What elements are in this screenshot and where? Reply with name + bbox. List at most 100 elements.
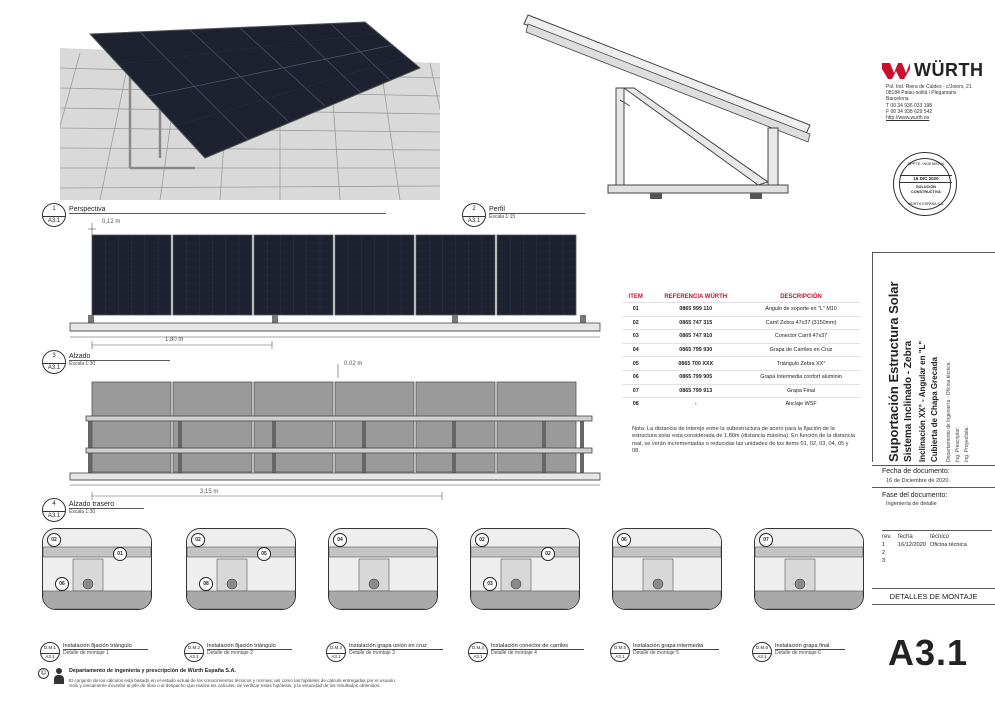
dept-line-1: Departamento de Ingeniería - Oficina téc… <box>946 362 952 463</box>
parts-desc: Conector Carril 47x37 <box>742 329 860 344</box>
detail-drawing: 07 <box>754 528 864 610</box>
detail-title: Instalación conector de carriles <box>491 643 585 650</box>
parts-item: 06 <box>622 369 650 385</box>
detail-code: D.M.2 <box>187 645 200 650</box>
roof-sheet <box>187 590 295 609</box>
roof-sheet <box>755 590 863 609</box>
rail-support <box>272 416 276 473</box>
view-number: 1 <box>52 206 56 212</box>
dimension-label: 0,12 m <box>102 219 121 225</box>
support-leg <box>580 315 586 323</box>
address-line[interactable]: http://www.wurth.es <box>886 115 930 122</box>
parts-row: 08-Anclaje WSF <box>622 397 860 411</box>
detail-subtitle: Detalle de montaje 4 <box>491 650 537 656</box>
callout-marker: 04 <box>333 533 347 547</box>
person-icon <box>53 668 65 684</box>
detail-subtitle: Detalle de montaje 6 <box>775 650 821 656</box>
phase-label: Fase del documento: <box>872 487 995 500</box>
revision-tecnico <box>930 550 980 556</box>
parts-desc: Grapa Intermedia confort aluminio <box>742 369 860 385</box>
rail <box>613 546 721 558</box>
detail-subtitle: Detalle de montaje 1 <box>63 650 109 656</box>
wurth-logo: WÜRTH <box>882 60 983 81</box>
dept-line-3: Ing. Proyectista: <box>964 426 970 462</box>
elevation-view: 0,12 m 1,80 m <box>60 215 610 355</box>
profile-view <box>520 10 820 210</box>
address-line: F 00 34 938 629 542 <box>886 108 933 115</box>
support-leg <box>272 315 278 323</box>
parts-item: 02 <box>622 315 650 330</box>
copyright-icon: © <box>38 668 49 679</box>
footer-disclaimer-1: El conjunto de los cálculos está basado … <box>69 678 397 683</box>
doc-date-label: Fecha de documento: <box>872 465 995 477</box>
view-scale: Escala 1:30 <box>69 361 96 367</box>
view-sheet: A3.1 <box>43 363 65 371</box>
view-marker: 4 A3.1 <box>42 498 66 522</box>
parts-note: Nota: La distancia de intereje entre la … <box>632 426 855 455</box>
parts-item: 04 <box>622 342 650 357</box>
callout-marker: 05 <box>257 547 271 561</box>
detail-code: D.M.5 <box>613 645 626 650</box>
address-line: T 00 34 936 033 198 <box>886 102 933 109</box>
address-line: Pol. Ind. Riera de Caldes - c/Joiers, 21 <box>886 84 972 90</box>
bolt <box>82 578 94 590</box>
bolt <box>226 578 238 590</box>
view-marker: 3 A3.1 <box>42 350 66 374</box>
parts-desc: Anclaje WSF <box>742 397 860 411</box>
stamp-line2: CONSTRUCTIVA <box>911 190 941 194</box>
parts-ref: 0865 799 913 <box>649 383 743 398</box>
title-line-3: Inclinación XX° - Angular en "L" <box>918 340 927 462</box>
rail <box>471 546 579 558</box>
bolt <box>368 578 380 590</box>
detail-drawing: 04 <box>328 528 438 610</box>
company-address: Pol. Ind. Riera de Caldes - c/Joiers, 21… <box>886 84 972 121</box>
detail-sheet: A3.1 <box>611 653 629 659</box>
callout-marker: 02 <box>47 533 61 547</box>
callout-marker: 03 <box>483 577 497 591</box>
callout-marker: 01 <box>113 547 127 561</box>
detail-title: Instalación fijación triángulo <box>207 643 292 650</box>
callout-marker: 07 <box>759 533 773 547</box>
support-leg <box>88 315 94 323</box>
rear-elevation-view: 0,02 m 3,15 m <box>60 360 610 505</box>
logo-text: WÜRTH <box>914 60 984 80</box>
view-sheet: A3.1 <box>43 216 65 224</box>
parts-header-ref: REFERENCIA WÜRTH <box>664 294 728 300</box>
parts-ref: 0865 747 910 <box>649 329 743 344</box>
stamp-date: 16 DIC 2020 <box>900 175 952 183</box>
doc-date: 16 de Diciembre de 2020 <box>886 478 949 484</box>
rail-support <box>178 416 182 473</box>
detail-subtitle: Detalle de montaje 3 <box>349 650 395 656</box>
parts-header-desc: DESCRIPCIÓN <box>780 294 822 300</box>
detail-subtitle: Detalle de montaje 2 <box>207 650 253 656</box>
footer: © Departamento de ingeniería y prescripc… <box>38 668 538 688</box>
rail-support <box>580 416 584 473</box>
title-line-1: Suportación Estructura Solar <box>886 281 901 462</box>
detail-code: D.M.3 <box>329 645 342 650</box>
rail-support <box>88 416 92 473</box>
roof-sheet <box>613 590 721 609</box>
rev-header: fecha <box>898 534 913 540</box>
view-label-perspective: 1 A3.1 Perspectiva <box>42 203 386 227</box>
revision-row: 3 <box>882 558 992 564</box>
title-line-2: Sistema Inclinado - Zebra <box>903 340 914 462</box>
detail-subtitle: Detalle de montaje 5 <box>633 650 679 656</box>
revision-fecha <box>898 558 930 564</box>
dimension-label: 0,02 m <box>344 361 363 367</box>
panel-back <box>91 381 172 473</box>
view-scale: Escala 1:15 <box>489 214 516 220</box>
dimension-label: 1,80 m <box>165 337 184 343</box>
rev-header: técnico <box>930 534 950 540</box>
detail-title: Instalación grapa intermedia <box>633 643 720 650</box>
callout-marker: 06 <box>617 533 631 547</box>
